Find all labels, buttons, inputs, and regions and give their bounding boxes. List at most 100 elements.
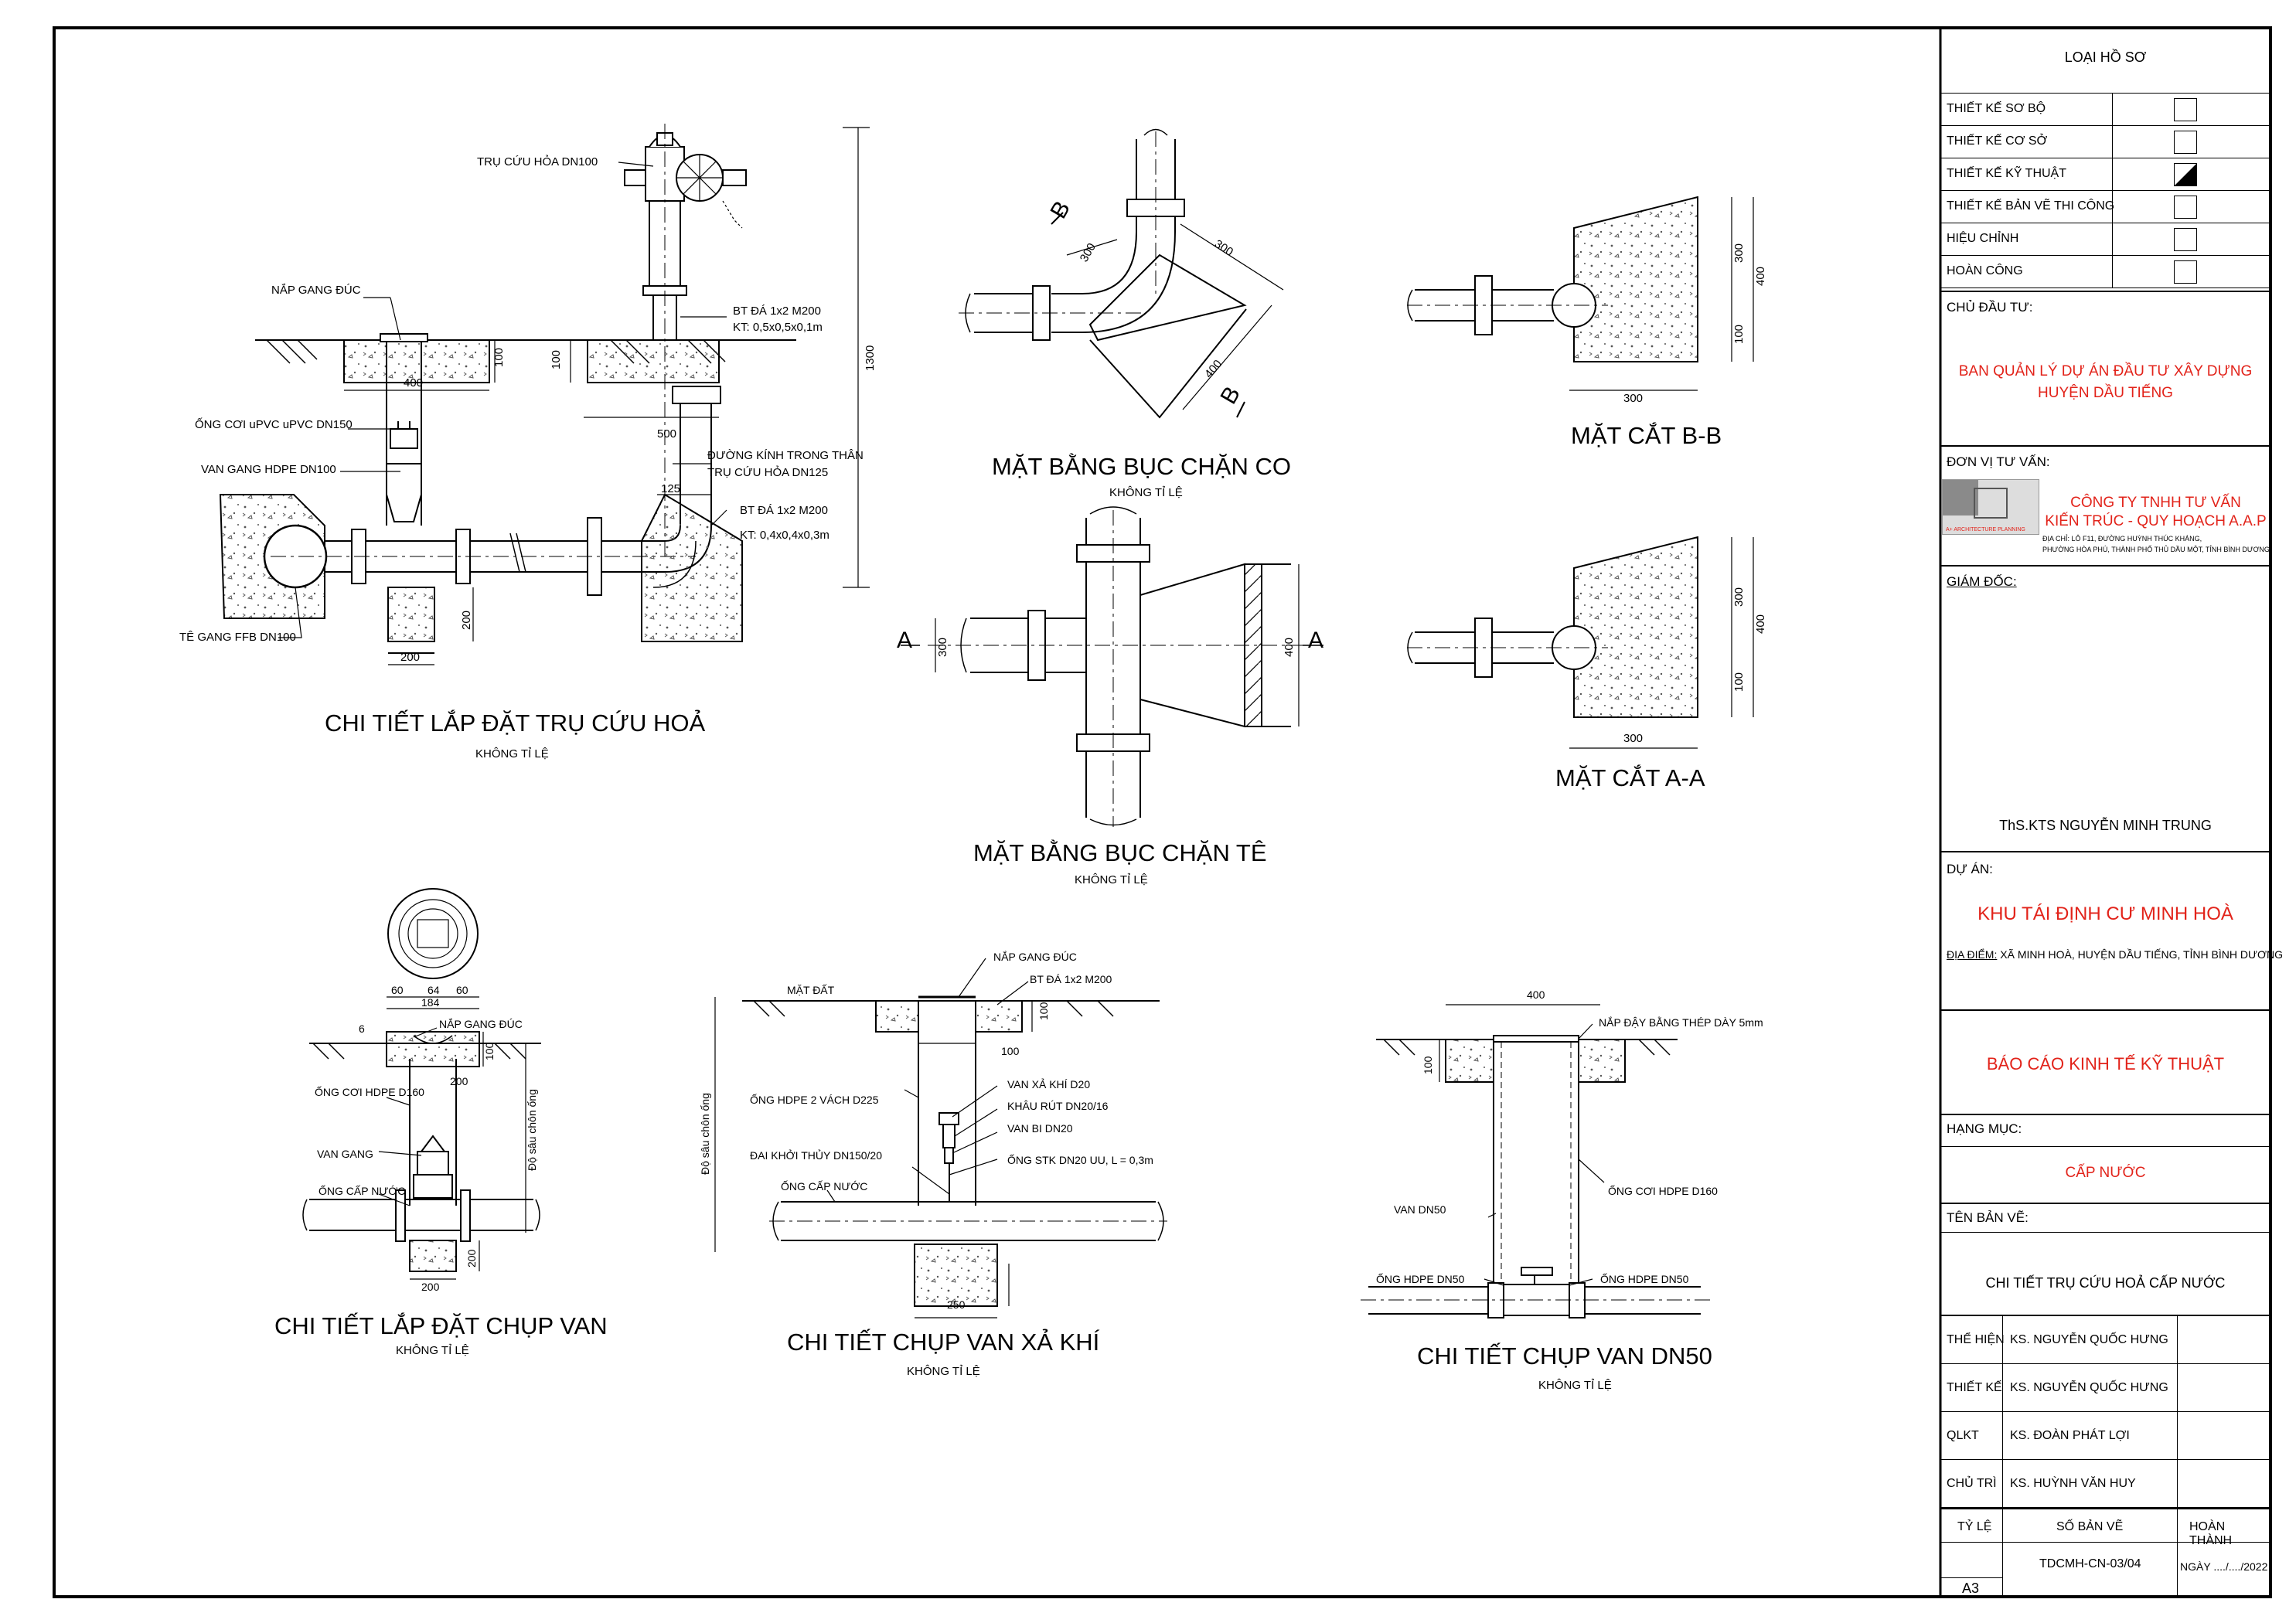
dn50-pipe-right: ỐNG HDPE DN50 <box>1600 1272 1689 1285</box>
hydrant-detail <box>219 124 870 665</box>
section-bb-texts: 300 300 100 400 MẶT CẮT B-B <box>1571 243 1767 449</box>
av-concrete-label: BT ĐÁ 1x2 M200 <box>1030 973 1112 985</box>
consultant-addr1: ĐỊA CHỈ: LÔ F11, ĐƯỜNG HUỲNH THÚC KHÁNG, <box>2042 535 2202 543</box>
dn50-detail <box>1361 1004 1712 1318</box>
aa-dim-300: 300 <box>1732 587 1746 607</box>
valve-label: VAN GANG HDPE DN100 <box>201 463 336 476</box>
logo-text: A+ ARCHITECTURE PLANNING <box>1946 527 2025 532</box>
doc-type-section: LOẠI HỒ SƠ THIẾT KẾ SƠ BỘ THIẾT KẾ CƠ SỞ T… <box>1940 28 2270 292</box>
item-label: HẠNG MỤC: <box>1947 1121 2022 1136</box>
doc-type-title: LOẠI HỒ SƠ <box>2064 49 2147 65</box>
section-b-bottom: B <box>1215 383 1245 409</box>
doc-type-checkbox[interactable] <box>2174 163 2197 186</box>
av-air-label: VAN XẢ KHÍ D20 <box>1007 1078 1090 1091</box>
dn50-scale: KHÔNG TỈ LỆ <box>1538 1379 1612 1392</box>
valve-box-scale: KHÔNG TỈ LỆ <box>396 1344 469 1357</box>
done-label: HOÀN THÀNH <box>2189 1520 2233 1547</box>
director-label: GIÁM ĐỐC: <box>1947 574 2017 589</box>
staff-name: KS. NGUYỄN QUỐC HƯNG <box>2010 1381 2168 1394</box>
section-aa <box>1407 536 1754 749</box>
doc-type-row: THIẾT KẾ SƠ BỘ <box>1940 94 2270 126</box>
dn50-pipe-left: ỐNG HDPE DN50 <box>1376 1272 1465 1285</box>
hydrant-label: TRỤ CỨU HỎA DN100 <box>477 155 598 168</box>
vb-sleeve-label: ỐNG CƠI HDPE D160 <box>315 1085 424 1098</box>
sheet-name: CHI TIẾT TRỤ CỨU HOẢ CẤP NƯỚC <box>1985 1275 2226 1291</box>
concrete1-label: BT ĐÁ 1x2 M200 <box>733 305 821 318</box>
consultant-line1: CÔNG TY TNHH TƯ VẤN <box>2070 495 2241 511</box>
doc-type-checkbox[interactable] <box>2174 98 2197 121</box>
elbow-dim-300a: 300 <box>1078 241 1099 264</box>
owner-section: CHỦ ĐẦU TƯ: BAN QUẢN LÝ DỰ ÁN ĐẦU TƯ XÂY… <box>1940 292 2270 447</box>
location-row: ĐỊA ĐIỂM: XÃ MINH HOÀ, HUYỆN DẦU TIẾNG, … <box>1947 948 2283 961</box>
vb-depth-label: Độ sâu chôn ống <box>526 1089 538 1171</box>
doc-type-label: THIẾT KẾ SƠ BỘ <box>1947 102 2046 115</box>
vb-dim-184: 184 <box>421 996 440 1009</box>
sheet-name-section: TÊN BẢN VẼ: CHI TIẾT TRỤ CỨU HOẢ CẤP NƯỚ… <box>1940 1204 2270 1316</box>
project-name: KHU TÁI ĐỊNH CƯ MINH HOÀ <box>1977 903 2233 924</box>
dim-200a: 200 <box>460 611 473 630</box>
valve-box-detail <box>302 888 541 1280</box>
av-dim-250: 250 <box>947 1298 966 1311</box>
dn50-dim-100: 100 <box>1422 1056 1434 1074</box>
section-b-top: B <box>1045 197 1075 223</box>
av-hdpe-label: ỐNG HDPE 2 VÁCH D225 <box>750 1093 879 1106</box>
air-valve-title: CHI TIẾT CHỤP VAN XẢ KHÍ <box>787 1329 1100 1356</box>
dim-100a: 100 <box>492 348 506 367</box>
tee-dim-400: 400 <box>1283 638 1296 657</box>
elbow-plan <box>959 128 1284 419</box>
hydrant-title: CHI TIẾT LẮP ĐẶT TRỤ CỨU HOẢ <box>325 709 705 737</box>
valve-box-title: CHI TIẾT LẮP ĐẶT CHỤP VAN <box>274 1312 608 1339</box>
doc-type-checkbox[interactable] <box>2174 196 2197 219</box>
air-valve-detail <box>714 958 1167 1318</box>
aa-dim-400: 400 <box>1754 614 1767 634</box>
av-pipe-label: ỐNG CẤP NƯỚC <box>781 1179 867 1193</box>
section-a-left: A <box>897 628 912 653</box>
vb-dim-200b: 200 <box>465 1249 478 1267</box>
item-value: CẤP NƯỚC <box>2065 1165 2146 1181</box>
sheet-number: TDCMH-CN-03/04 <box>2039 1557 2141 1570</box>
air-valve-texts: NẮP GANG ĐÚC BT ĐÁ 1x2 M200 MẶT ĐẤT 100 … <box>699 950 1153 1378</box>
doc-type-row: THIẾT KẾ CƠ SỞ <box>1940 126 2270 158</box>
elbow-title: MẶT BẰNG BỤC CHẶN CO <box>992 453 1291 480</box>
consultant-addr2: PHƯỜNG HÒA PHÚ, THÀNH PHỐ THỦ DẦU MỘT, T… <box>2042 546 2270 553</box>
sheet-border <box>53 26 2272 1598</box>
doc-type-checkbox[interactable] <box>2174 131 2197 154</box>
sheet-info: TỶ LỆ SỐ BẢN VẼ HOÀN THÀNH A3 TDCMH-CN-0… <box>1940 1508 2270 1598</box>
tee-title: MẶT BẰNG BỤC CHẶN TÊ <box>973 839 1267 866</box>
dim-400: 400 <box>404 376 423 390</box>
vb-dim-64: 64 <box>428 984 440 996</box>
elbow-scale: KHÔNG TỈ LỆ <box>1109 486 1183 499</box>
valve-box-texts: 60 64 60 184 6 NẮP GANG ĐÚC 100 200 ỐNG … <box>274 984 608 1357</box>
owner-line1: BAN QUẢN LÝ DỰ ÁN ĐẦU TƯ XÂY DỰNG <box>1958 363 2253 379</box>
bb-dim-300w: 300 <box>1623 392 1643 405</box>
doc-type-label: THIẾT KẾ KỸ THUẬT <box>1947 167 2066 180</box>
doc-type-row: THIẾT KẾ BẢN VẼ THI CÔNG <box>1940 191 2270 223</box>
consultant-line2: KIẾN TRÚC - QUY HOẠCH A.A.P <box>2045 513 2267 529</box>
sleeve-label: ỐNG CƠI uPVC uPVC DN150 <box>195 417 353 431</box>
completion-date: NGÀY ..../..../2022 <box>2180 1560 2268 1573</box>
kt2-label: KT: 0,4x0,4x0,3m <box>740 529 829 542</box>
item-section: HẠNG MỤC: CẤP NƯỚC <box>1940 1115 2270 1204</box>
doc-type-checkbox[interactable] <box>2174 260 2197 284</box>
doc-type-row: THIẾT KẾ KỸ THUẬT <box>1940 158 2270 191</box>
paper-size: A3 <box>1962 1580 1980 1596</box>
concrete2-label: BT ĐÁ 1x2 M200 <box>740 504 828 517</box>
vb-dim-200a: 200 <box>450 1075 468 1087</box>
company-logo: A+ ARCHITECTURE PLANNING <box>1942 479 2039 535</box>
air-valve-scale: KHÔNG TỈ LỆ <box>907 1365 980 1378</box>
dim-100b: 100 <box>550 350 563 369</box>
director-section: GIÁM ĐỐC: ThS.KTS NGUYỄN MINH TRUNG <box>1940 567 2270 852</box>
vb-dim-60a: 60 <box>391 984 404 996</box>
tee-plan <box>901 506 1323 827</box>
location-label: ĐỊA ĐIỂM: <box>1947 948 1998 961</box>
staff-name: KS. ĐOÀN PHÁT LỢI <box>2010 1429 2130 1442</box>
inner-dia-line1: ĐƯỜNG KÍNH TRONG THÂN <box>707 449 864 462</box>
vb-dim-100: 100 <box>483 1042 496 1060</box>
doc-type-row: HIỆU CHỈNH <box>1940 223 2270 256</box>
dim-500: 500 <box>657 427 676 441</box>
vb-dim-6: 6 <box>359 1022 365 1035</box>
doc-type-checkbox[interactable] <box>2174 228 2197 251</box>
